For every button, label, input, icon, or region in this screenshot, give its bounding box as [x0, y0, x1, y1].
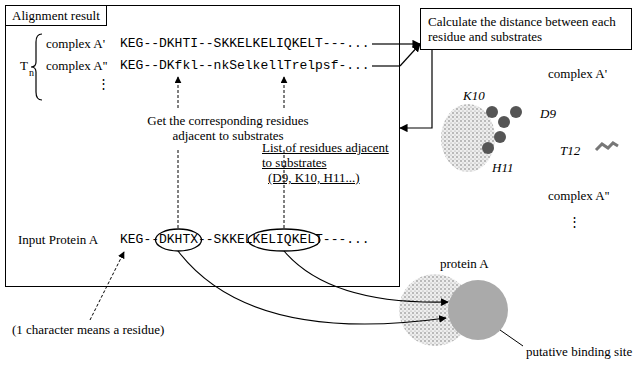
protein-name: Input Protein A	[18, 232, 98, 247]
set-subscript: n	[29, 65, 34, 80]
complex-name: complex A''	[548, 188, 609, 203]
connector-arrow	[400, 44, 420, 66]
curve-arrow	[178, 251, 446, 324]
substrate	[596, 143, 618, 150]
substrate-residue	[510, 106, 522, 118]
sequence: KEG--DKHTX--SKKELKELIQKELT---...	[120, 232, 370, 247]
connector-lead	[372, 65, 400, 66]
protein-name: protein A	[440, 256, 489, 271]
substrate-residue	[486, 106, 498, 118]
residue-label: D9	[540, 106, 556, 121]
sequence: KEG--DKHTI--SKKELKELIQKELT---...	[120, 36, 370, 51]
dashed-arrow	[178, 77, 179, 108]
residue-label: H11	[492, 160, 513, 175]
complex-name: complex A''	[46, 58, 107, 73]
connector-arrow	[400, 50, 432, 128]
connector-lead	[372, 43, 400, 44]
residue-list: (D9, K10, H11...)	[268, 170, 360, 185]
complex-name: complex A'	[548, 66, 607, 81]
residue-label: T12	[560, 143, 580, 158]
note: (1 character means a residue)	[12, 322, 164, 337]
panel-title: Alignment result	[6, 6, 107, 26]
dashed-arrow	[284, 77, 285, 108]
substrate-residue	[482, 142, 494, 154]
ellipsis: ⋮	[97, 76, 110, 91]
box-text: Calculate the distance between each resi…	[428, 14, 624, 44]
note: Get the corresponding residues adjacent …	[128, 113, 328, 143]
note: putative binding site	[526, 344, 632, 359]
set-name: T	[20, 58, 28, 73]
dashed-pointer	[90, 252, 124, 320]
substrate-residue	[494, 131, 506, 143]
residue-label: K10	[463, 88, 485, 103]
connector-arrow	[400, 43, 420, 44]
binding-site	[448, 280, 508, 340]
complex-name: complex A'	[46, 36, 105, 51]
dashed-arrow	[178, 148, 179, 228]
process-box: Calculate the distance between each resi…	[420, 8, 632, 50]
leader-line	[500, 330, 523, 346]
curve-arrow	[284, 251, 448, 302]
ellipsis: ⋮	[568, 214, 581, 229]
substrate-residue	[498, 116, 510, 128]
note: List of residues adjacent to substrates	[262, 140, 390, 170]
sequence: KEG--DKfkl--nkSelkellTrelpsf-...	[120, 58, 370, 73]
